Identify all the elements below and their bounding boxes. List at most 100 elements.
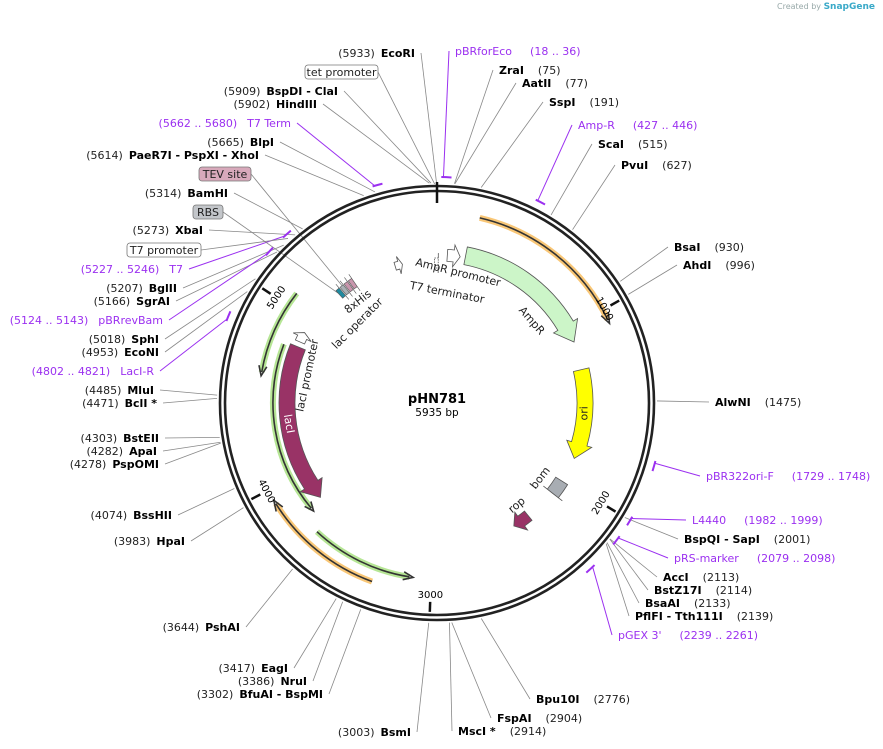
enzyme-site-label[interactable]: (5314)BamHI [145,187,228,200]
primer-binding-site[interactable] [265,246,274,256]
enzyme-site-label[interactable]: (3386)NruI [238,675,307,688]
enzyme-position: (3386) [238,675,275,688]
enzyme-site-label[interactable]: AccI(2113) [663,571,739,584]
primer-binding-site[interactable] [282,229,292,239]
primer-binding-site[interactable] [585,564,596,574]
t7-terminator-arrow[interactable] [393,256,403,274]
primer-range: (1729 .. 1748) [792,470,871,483]
enzyme-site-label[interactable]: BsaI(930) [674,241,744,254]
enzyme-site-label[interactable]: (5273)XbaI [133,224,203,237]
enzyme-site-label[interactable]: (5933)EcoRI [338,47,415,60]
enzyme-site-label[interactable]: AhdI(996) [683,259,755,272]
enzyme-leader-line [628,264,678,295]
primer-binding-site[interactable] [612,535,621,546]
enzyme-site-label[interactable]: ZraI(75) [499,64,561,77]
enzyme-site-label[interactable]: AlwNI(1475) [715,396,801,409]
enzyme-site-label[interactable]: (4278)PspOMI [70,458,159,471]
his-tag-feature[interactable] [343,277,357,294]
enzyme-site-label[interactable]: (3417)EagI [219,662,288,675]
orf-arc-green-3[interactable] [316,531,410,578]
enzyme-site-label[interactable]: SspI(191) [549,96,619,109]
enzyme-leader-line [162,398,218,404]
enzyme-site-label[interactable]: (4303)BstEII [81,432,159,445]
enzyme-site-label[interactable]: (5166)SgrAI [94,295,170,308]
enzyme-site-label[interactable]: (5207)BglII [106,282,177,295]
enzyme-site-label[interactable]: AatII(77) [522,77,588,90]
feature-label-box[interactable] [192,204,224,220]
primer-label[interactable]: L4440(1982 .. 1999) [692,514,823,527]
enzyme-site-label[interactable]: (3003)BsmI [338,726,411,739]
enzyme-site-label[interactable]: ScaI(515) [598,138,668,151]
enzyme-site-label[interactable]: BsaAI(2133) [645,597,731,610]
bom-feature[interactable] [543,476,569,502]
enzyme-site-label[interactable]: (5902)HindIII [233,98,317,111]
enzyme-position: (2914) [510,725,547,738]
primer-label[interactable]: Amp-R(427 .. 446) [578,119,697,132]
primer-binding-site[interactable] [626,516,634,526]
enzyme-site-label[interactable]: (5665)BlpI [207,136,274,149]
enzyme-site-label[interactable]: (5614)PaeR7I - PspXI - XhoI [86,149,259,162]
t7-terminator-feature[interactable] [434,253,439,274]
enzyme-site-label[interactable]: (4471)BclI * [82,397,157,410]
rop-feature[interactable] [513,510,533,531]
enzyme-site-label[interactable]: (4485)MluI [85,384,154,397]
enzyme-site-label[interactable]: BstZ17I(2114) [654,584,752,597]
enzyme-site-label[interactable]: (5018)SphI [89,333,159,346]
laci-promoter-feature[interactable] [293,332,312,345]
orf-arc-green-1[interactable] [260,292,298,373]
feature-label-box[interactable] [198,166,252,182]
feature-label-box[interactable] [126,242,202,258]
enzyme-leader-line [454,82,517,184]
primer-binding-site[interactable] [225,310,232,322]
enzyme-leader-line [416,622,430,733]
enzyme-site-label[interactable]: (4282)ApaI [87,445,157,458]
primer-binding-site[interactable] [651,460,657,472]
feature-label: T7 promoter [129,244,199,257]
tev-site-feature[interactable] [347,274,361,291]
enzyme-name: BssHII [133,509,172,522]
enzyme-site-label[interactable]: BspQI - SapI(2001) [684,533,810,546]
primer-binding-site[interactable] [372,182,383,188]
ampr-promoter-feature[interactable] [446,243,461,269]
enzyme-position: (3302) [197,688,234,701]
enzyme-site-label[interactable]: MscI *(2914) [458,725,546,738]
primer-label[interactable]: pBRforEco(18 .. 36) [455,45,581,58]
enzyme-site-label[interactable]: FspAI(2904) [497,712,582,725]
feature-label-box[interactable] [304,64,379,80]
primer-label[interactable]: pRS-marker(2079 .. 2098) [674,552,835,565]
enzyme-site-label[interactable]: (3302)BfuAI - BspMI [197,688,323,701]
ampr-feature[interactable] [463,246,579,343]
primer-binding-site[interactable] [535,198,546,206]
enzyme-site-label[interactable]: PflFI - Tth111I(2139) [635,610,773,623]
primer-label[interactable]: pBR322ori-F(1729 .. 1748) [706,470,870,483]
orf-arc-right[interactable] [479,217,609,321]
enzyme-leader-line [164,278,256,340]
enzyme-site-label[interactable]: (4074)BssHII [91,509,172,522]
enzyme-site-label[interactable]: (3983)HpaI [114,535,185,548]
enzyme-name: Bpu10I [536,693,580,706]
enzyme-site-label[interactable]: (5909)BspDI - ClaI [224,85,338,98]
primer-label[interactable]: (5124 .. 5143)pBRrevBam [10,314,163,327]
primer-label[interactable]: (5227 .. 5246)T7 [81,263,183,276]
orf-arc-left[interactable] [275,503,373,583]
primer-label[interactable]: (5662 .. 5680)T7 Term [159,117,291,130]
enzyme-site-label[interactable]: (4953)EcoNI [82,346,159,359]
enzyme-leader-line [420,52,437,184]
rbs-feature[interactable] [339,280,353,297]
primer-label[interactable]: (4802 .. 4821)LacI-R [32,365,155,378]
plasmid-length: 5935 bp [415,407,459,419]
enzyme-name: BstEII [123,432,159,445]
enzyme-site-label[interactable]: PvuI(627) [621,159,692,172]
primer-name: L4440 [692,514,726,527]
enzyme-site-label[interactable]: Bpu10I(2776) [536,693,630,706]
ori-feature[interactable] [566,367,594,460]
enzyme-name: BspQI - SapI [684,533,760,546]
enzyme-site-label[interactable]: (3644)PshAI [163,621,240,634]
lac-operator-feature[interactable] [335,284,350,300]
enzyme-leader-line [245,568,293,628]
orf-arc-green-2[interactable] [272,343,312,509]
primer-label[interactable]: pGEX 3'(2239 .. 2261) [618,629,758,642]
laci-feature[interactable] [278,343,323,498]
enzyme-name: SgrAI [136,295,170,308]
